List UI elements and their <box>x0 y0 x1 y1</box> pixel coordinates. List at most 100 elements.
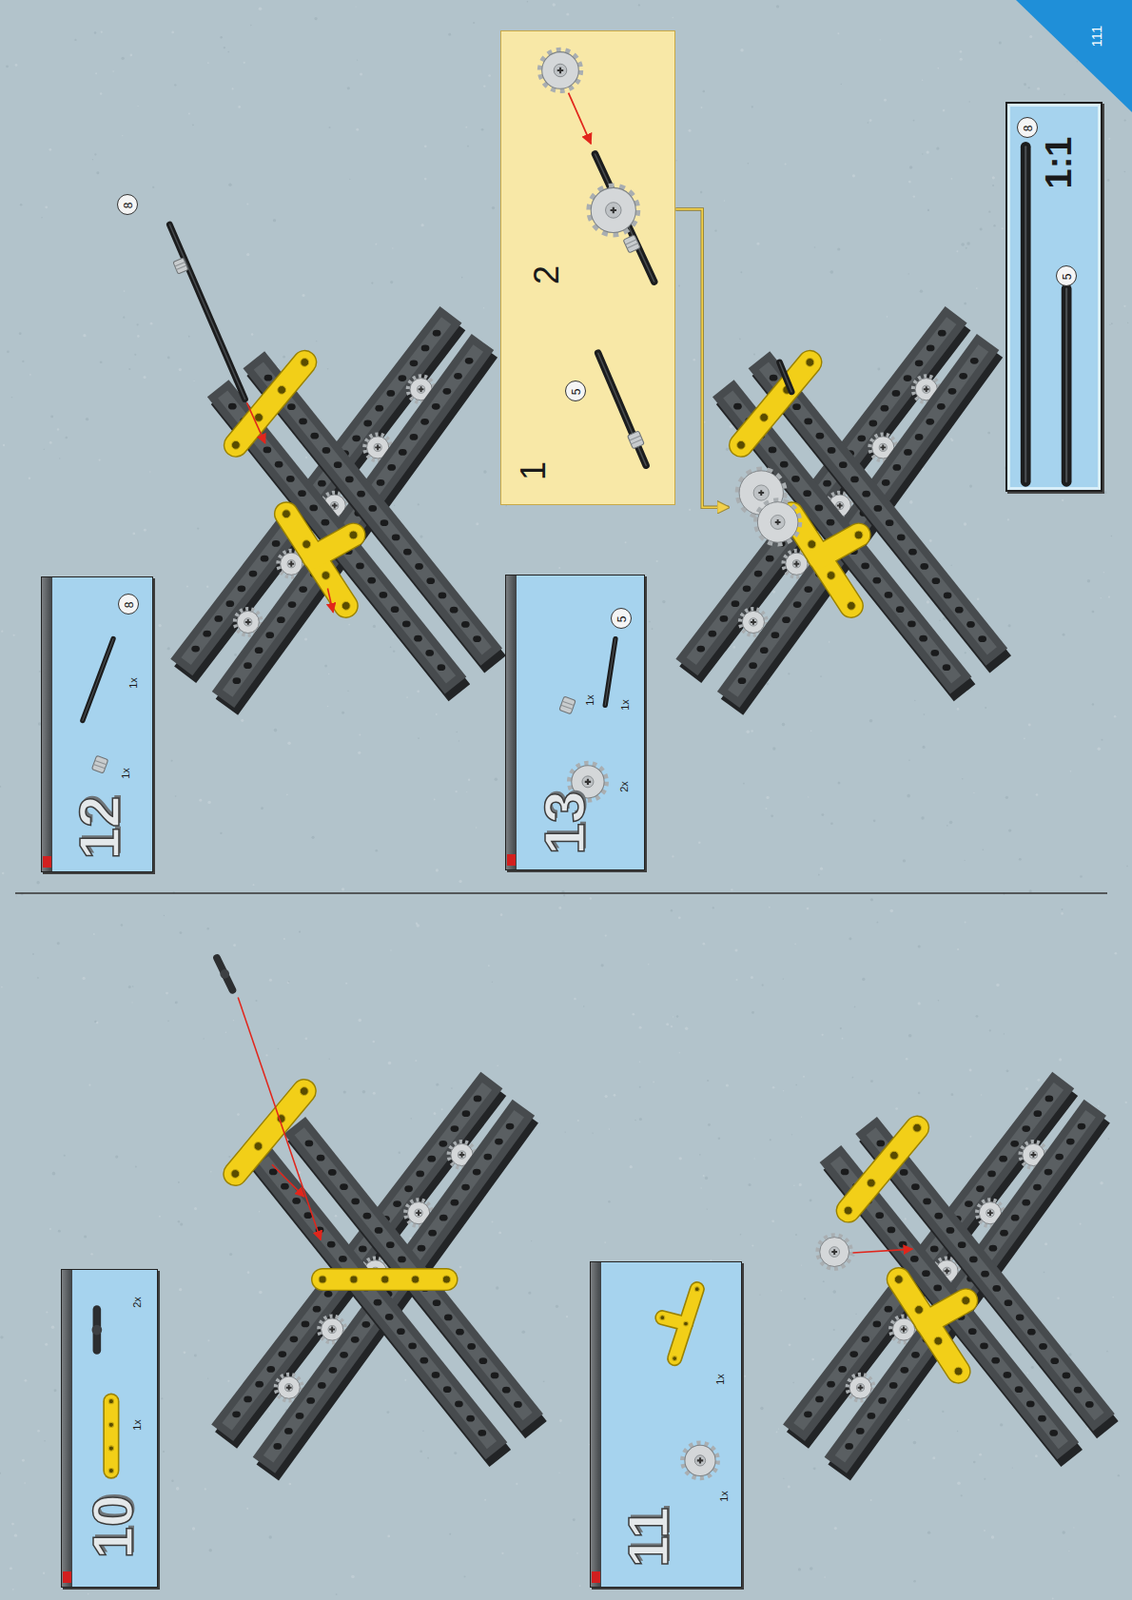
texture-dot <box>372 624 376 628</box>
axle-body <box>169 224 245 399</box>
model <box>801 1091 1099 1462</box>
beam-highlight <box>736 352 980 688</box>
texture-dot <box>629 1165 633 1169</box>
beam-hole <box>1038 1343 1048 1350</box>
texture-dot <box>960 1494 963 1497</box>
texture-dot <box>729 425 734 430</box>
texture-dot <box>450 1087 453 1090</box>
liftarm-hole <box>660 1315 665 1321</box>
texture-dot <box>883 98 887 102</box>
texture-dot <box>921 745 925 749</box>
gear-hub <box>753 485 769 501</box>
part-count: 2x <box>619 780 630 793</box>
texture-dot <box>1086 1427 1090 1431</box>
bush <box>627 430 645 449</box>
texture-dot <box>227 1380 230 1383</box>
texture-dot <box>21 1459 25 1463</box>
beam-hole <box>455 1328 465 1336</box>
texture-dot <box>956 1481 961 1485</box>
texture-dot <box>992 184 995 187</box>
beam-hole <box>363 1212 372 1220</box>
texture-dot <box>980 1093 982 1095</box>
texture-dot <box>495 1286 499 1289</box>
texture-dot <box>9 1566 13 1570</box>
beam-hole <box>324 1290 333 1298</box>
texture-dot <box>99 360 103 364</box>
texture-dot <box>765 807 768 810</box>
texture-dot <box>837 32 840 35</box>
texture-dot <box>341 711 345 715</box>
beam-hole <box>363 420 372 428</box>
texture-dot <box>565 1131 566 1132</box>
texture-dot <box>1061 1530 1066 1535</box>
beam-hole <box>274 461 284 469</box>
texture-dot <box>559 1419 563 1423</box>
texture-dot <box>809 1199 813 1203</box>
texture-dot <box>152 186 155 189</box>
texture-dot <box>771 1219 775 1223</box>
beam-top <box>736 352 980 688</box>
callout-line <box>675 209 729 508</box>
beam-hole <box>298 418 308 426</box>
liftarm-hole <box>672 1356 678 1362</box>
gear-hub <box>694 1455 705 1466</box>
texture-dot <box>416 689 420 693</box>
texture-dot <box>465 126 468 129</box>
texture-dot <box>0 785 1 788</box>
texture-dot <box>956 250 958 253</box>
beam-hole <box>368 505 377 512</box>
texture-dot <box>732 645 736 649</box>
texture-dot <box>500 913 504 917</box>
part-count: 1x <box>120 767 132 780</box>
texture-dot <box>760 1406 763 1410</box>
axle-hole <box>610 207 617 214</box>
beam-hole <box>409 359 419 367</box>
texture-dot <box>807 796 809 798</box>
part-group <box>660 1287 718 1479</box>
beam-hole <box>921 1269 931 1277</box>
texture-dot <box>0 1472 1 1475</box>
beam-hole <box>479 1357 488 1365</box>
texture-dot <box>435 1083 439 1087</box>
texture-dot <box>652 1081 655 1084</box>
beam-hole <box>826 519 836 527</box>
axle-hole <box>879 444 886 450</box>
beam-hole <box>427 1155 436 1163</box>
liftarm-hole <box>683 1321 689 1327</box>
texture-dot <box>58 457 60 459</box>
texture-dot <box>823 1576 826 1579</box>
texture-dot <box>552 2 556 6</box>
texture-dot <box>624 541 627 544</box>
beam-hole <box>404 1185 413 1192</box>
texture-dot <box>1023 82 1027 86</box>
liftarm-outline <box>235 362 305 446</box>
beam-hole <box>385 1313 394 1321</box>
texture-dot <box>175 1486 180 1491</box>
texture-dot <box>950 565 952 566</box>
texture-dot <box>209 1548 213 1552</box>
beam-highlight <box>767 370 989 647</box>
texture-dot <box>1036 1078 1040 1082</box>
texture-dot <box>160 1397 163 1400</box>
texture-dot <box>1028 86 1031 89</box>
texture-dot <box>700 106 703 109</box>
beam-hole <box>439 1214 449 1222</box>
part-group <box>540 50 655 467</box>
beam-hole <box>243 1396 253 1404</box>
texture-dot <box>781 722 785 726</box>
beam-hole <box>338 1255 348 1263</box>
texture-dot <box>1099 1181 1103 1185</box>
texture-dot <box>870 1079 874 1083</box>
texture-dot <box>115 1155 118 1159</box>
texture-dot <box>555 1305 559 1308</box>
texture-dot <box>803 1297 806 1300</box>
texture-dot <box>406 696 409 699</box>
texture-dot <box>359 72 363 76</box>
beam-hole <box>769 374 779 382</box>
texture-dot <box>305 1036 309 1040</box>
texture-dot <box>100 31 103 34</box>
beam-hole <box>754 570 763 578</box>
texture-dot <box>684 1027 688 1031</box>
beam-hole <box>402 621 411 628</box>
